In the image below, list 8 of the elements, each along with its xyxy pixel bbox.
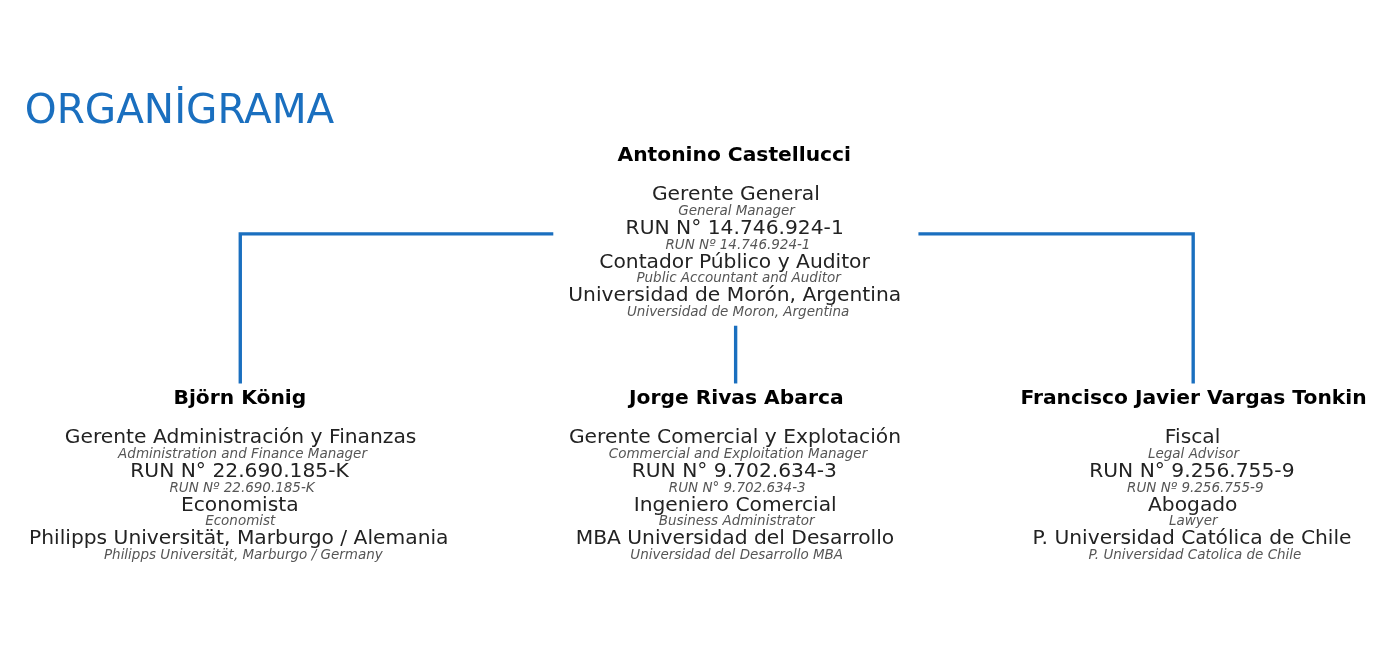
node-text: Francisco Javier Vargas Tonkin Fiscal Legal Advisor RUN N° 9.256.755-9 RUN Nº 9.256.755-9 Abogado Lawyer P. Universidad Católica de Chile P. Universidad Catolica de Chile [1020, 384, 1367, 563]
connector [733, 325, 738, 384]
diagram-title: ORGANİGRAMA [24, 85, 335, 134]
connector [238, 232, 554, 384]
node-text: Antonino Castellucci Gerente General General Manager RUN N° 14.746.924-1 RUN Nº 14.746.924-1 Contador Público y Auditor Public Accountant and Auditor Universidad de Morón, Argentina Universidad de Moron, Argentina [568, 141, 902, 320]
connector [918, 232, 1195, 384]
node-text: Björn König Gerente Administración y Finanzas Administration and Finance Manager RUN N° 22.690.185-K RUN Nº 22.690.185-K Economista Economist Philipps Universität, Marburgo / Alemania Philipps Universität, Marburgo / Germany [29, 384, 449, 563]
node-text: Jorge Rivas Abarca Gerente Comercial y Explotación Commercial and Exploitation Manager RUN N° 9.702.634-3 RUN N° 9.702.634-3 Ingeniero Comercial Business Administrator MBA Universidad del Desarrollo Universidad del Desarrollo MBA [568, 384, 902, 563]
